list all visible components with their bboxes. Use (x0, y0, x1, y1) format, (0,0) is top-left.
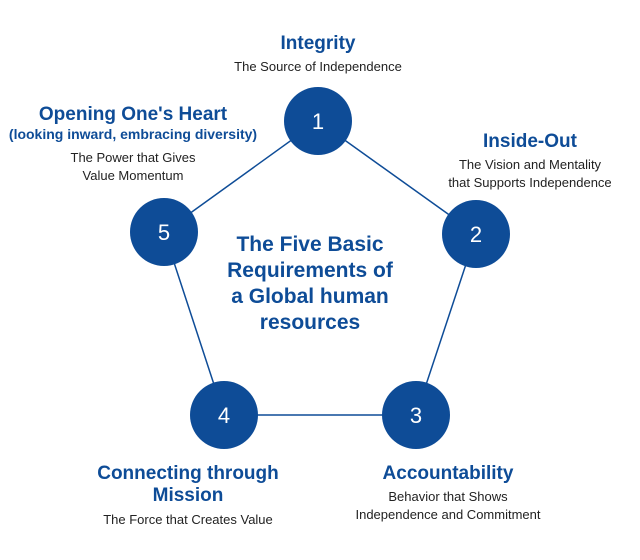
node-4-title: Mission (152, 485, 224, 506)
node-2-title: Inside-Out (483, 131, 577, 152)
node-4-description: The Force that Creates Value (103, 512, 273, 527)
node-1: 1 (284, 87, 352, 155)
node-2-description: The Vision and Mentality (458, 157, 602, 172)
center-title-line: Requirements of (227, 259, 393, 282)
node-2-circle (442, 200, 510, 268)
node-4-title: Connecting through (97, 463, 279, 484)
node-4: 4 (190, 381, 258, 449)
node-4-label: Connecting through Mission The Force tha… (78, 463, 298, 529)
node-1-circle (284, 87, 352, 155)
node-5-description: Value Momentum (82, 168, 184, 183)
node-1-title: Integrity (280, 33, 356, 54)
center-title-line: resources (259, 311, 361, 334)
node-5-circle (130, 198, 198, 266)
node-5-description: The Power that Gives (70, 150, 196, 165)
node-5: 5 (130, 198, 198, 266)
node-1-label: Integrity The Source of Independence (218, 33, 418, 76)
node-5-title: Opening One's Heart (38, 104, 228, 125)
node-5-label: Opening One's Heart (looking inward, emb… (2, 104, 264, 185)
node-1-description: The Source of Independence (234, 59, 402, 74)
center-title-line: a Global human (231, 285, 389, 308)
node-3-description: Behavior that Shows (388, 489, 508, 504)
node-1-number: 1 (312, 109, 324, 134)
node-3-label: Accountability Behavior that Shows Indep… (338, 463, 558, 524)
node-3-circle (382, 381, 450, 449)
node-3-title: Accountability (382, 463, 514, 484)
node-5-subtitle: (looking inward, embracing diversity) (8, 126, 258, 142)
node-2-number: 2 (470, 222, 482, 247)
node-3-description: Independence and Commitment (355, 507, 541, 522)
node-5-number: 5 (158, 220, 170, 245)
node-4-circle (190, 381, 258, 449)
node-3-number: 3 (410, 403, 422, 428)
node-4-number: 4 (218, 403, 230, 428)
node-3: 3 (382, 381, 450, 449)
node-2-label: Inside-Out The Vision and Mentality that… (430, 131, 630, 192)
node-2: 2 (442, 200, 510, 268)
center-title-line: The Five Basic (236, 233, 384, 256)
center-title: The Five Basic Requirements of a Global … (220, 232, 400, 336)
node-2-description: that Supports Independence (448, 175, 612, 190)
